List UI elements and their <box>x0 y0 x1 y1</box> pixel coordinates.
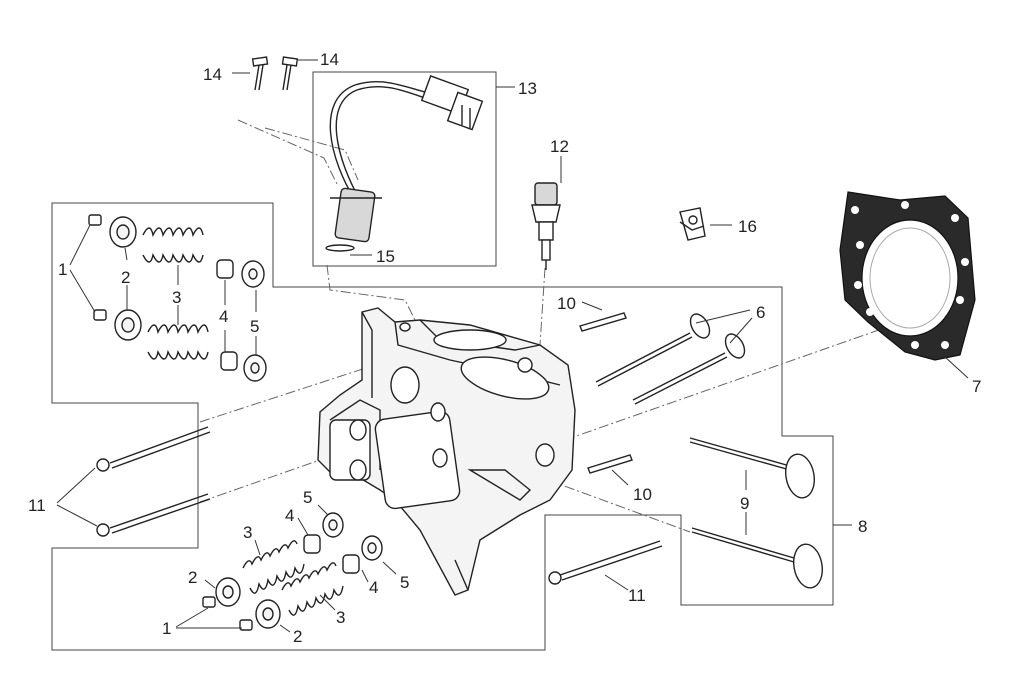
callout-2-lower-right: 2 <box>293 627 302 646</box>
callout-15: 15 <box>376 247 395 266</box>
callout-3-lower-right: 3 <box>336 608 345 627</box>
valve-spring-part-3-upper <box>142 227 209 360</box>
valve-part-9 <box>689 437 824 589</box>
callout-4-upper: 4 <box>219 307 228 326</box>
callout-12: 12 <box>550 137 569 156</box>
callout-1-lower: 1 <box>162 619 171 638</box>
valve-collets-part-1-upper <box>88 214 107 321</box>
callout-2-lower-left: 2 <box>188 568 197 587</box>
temperature-sensor-part-12 <box>531 182 561 270</box>
callout-16: 16 <box>738 217 757 236</box>
callout-1-upper: 1 <box>58 260 67 279</box>
callout-4-lower-right: 4 <box>369 578 378 597</box>
leader-lines <box>56 59 969 633</box>
callout-5-lower-right: 5 <box>400 573 409 592</box>
left-valve-group-frame <box>51 202 834 651</box>
callout-2-upper: 2 <box>121 268 130 287</box>
callout-3-lower-left: 3 <box>243 523 252 542</box>
speed-sensor-part-13 <box>329 75 484 243</box>
callout-5-lower-left: 5 <box>303 488 312 507</box>
callout-8: 8 <box>858 517 867 536</box>
callout-labels: 14 14 13 12 16 15 1 2 3 4 5 6 10 7 11 10… <box>28 50 981 646</box>
valve-seal-part-4-lower <box>303 534 360 574</box>
callout-10-lower: 10 <box>633 485 652 504</box>
callout-14-right: 14 <box>320 50 339 69</box>
spring-retainer-part-2-upper <box>109 216 142 341</box>
callout-13: 13 <box>518 79 537 98</box>
callout-6: 6 <box>756 303 765 322</box>
valve-spring-part-3-lower <box>242 540 344 616</box>
spring-washer-part-5-lower <box>322 512 383 561</box>
cylinder-head-body <box>317 307 576 596</box>
callout-9: 9 <box>740 494 749 513</box>
valve-part-6 <box>595 313 746 405</box>
spring-washer-part-5-upper <box>241 260 267 382</box>
callout-11-right: 11 <box>628 586 646 605</box>
callout-10-upper: 10 <box>557 294 576 313</box>
head-gasket-part-7 <box>839 191 976 361</box>
o-ring-part-15 <box>325 244 355 252</box>
callout-4-lower-left: 4 <box>285 506 294 525</box>
clip-part-16 <box>679 207 706 241</box>
callout-7: 7 <box>972 377 981 396</box>
callout-3-upper: 3 <box>172 288 181 307</box>
valve-collets-part-1-lower <box>202 596 253 631</box>
callout-14-left: 14 <box>203 65 222 84</box>
spring-retainer-part-2-lower <box>215 577 281 629</box>
bolt-part-11 <box>96 426 663 585</box>
callout-5-upper: 5 <box>250 317 259 336</box>
valve-seal-part-4-upper <box>216 259 238 371</box>
alignment-lines <box>199 119 951 533</box>
sensor-group-frame <box>312 71 497 267</box>
callout-11-left: 11 <box>28 496 46 515</box>
bolt-part-14 <box>251 56 299 91</box>
stud-part-10 <box>579 312 633 474</box>
